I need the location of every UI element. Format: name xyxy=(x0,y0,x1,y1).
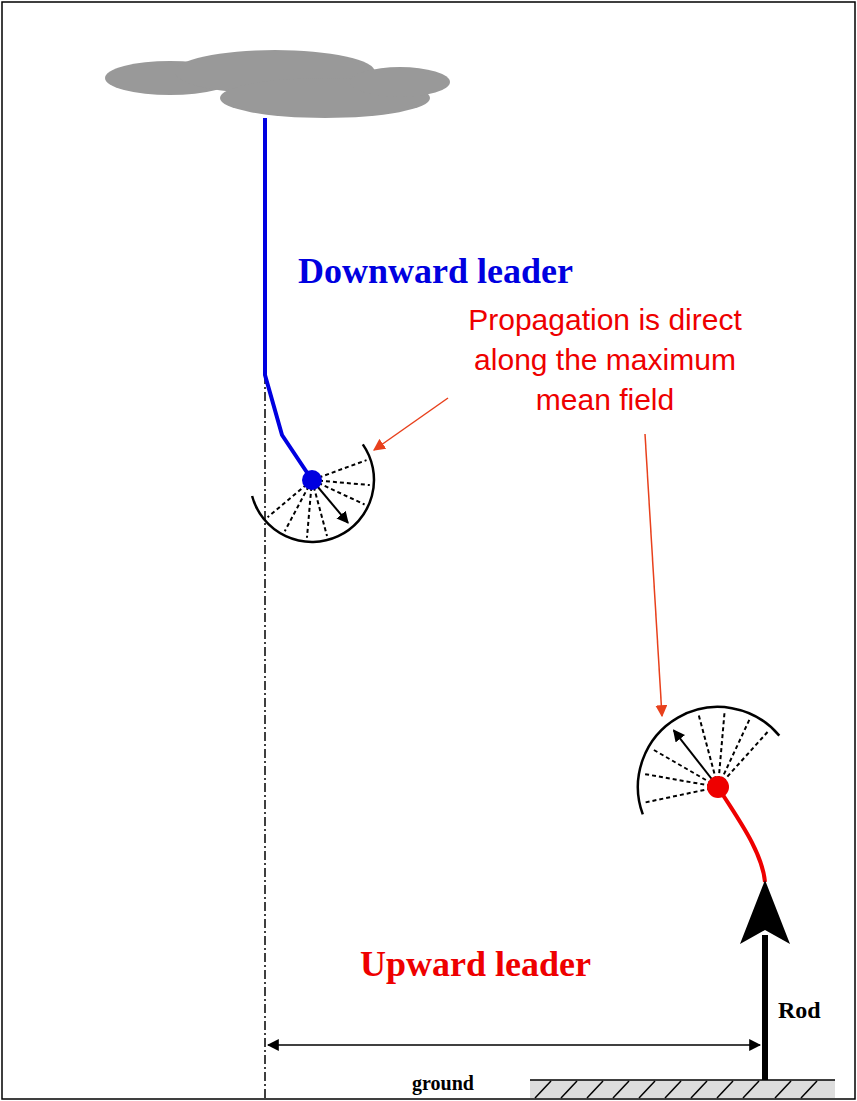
leader-label: Downward leader xyxy=(298,250,573,292)
callout-note: Propagation is direct along the maximum … xyxy=(440,300,770,420)
rod-arrowhead xyxy=(740,880,790,944)
field-ray xyxy=(718,732,768,787)
field-ray xyxy=(646,787,718,802)
cloud xyxy=(105,50,450,118)
ground-hatch xyxy=(535,1081,817,1098)
leader-tip xyxy=(707,776,729,798)
leader-line xyxy=(645,434,662,716)
field-ray xyxy=(654,750,718,787)
hatch-line xyxy=(665,1081,681,1098)
ground-fill xyxy=(530,1080,835,1098)
hatch-line xyxy=(775,1081,791,1098)
hatch-line xyxy=(743,1081,759,1098)
rod-symbol xyxy=(762,935,768,1097)
field-arc xyxy=(252,444,374,542)
axis-dash-dot xyxy=(264,375,266,1101)
hatch-line xyxy=(535,1081,551,1098)
hatch-line xyxy=(613,1081,629,1098)
hatch-line xyxy=(587,1081,603,1098)
field-ray xyxy=(645,774,718,787)
hatch-line xyxy=(801,1081,817,1098)
hatch-line xyxy=(717,1081,733,1098)
ground-line xyxy=(530,1079,835,1081)
leader-label: Upward leader xyxy=(360,943,591,985)
hatch-line xyxy=(691,1081,707,1098)
field-ray xyxy=(718,713,724,787)
leader-line xyxy=(374,398,448,450)
hatch-line xyxy=(639,1081,655,1098)
field-arc xyxy=(638,707,779,814)
upward-leader-path xyxy=(718,787,765,882)
distance-arrow xyxy=(268,1044,760,1046)
field-ray xyxy=(718,720,749,787)
downward-leader-path xyxy=(265,118,312,480)
part-label: ground xyxy=(412,1071,474,1095)
cloud-part xyxy=(350,67,450,97)
hatch-line xyxy=(561,1081,577,1098)
part-label: Rod xyxy=(778,996,821,1024)
leader-tip xyxy=(302,470,322,490)
